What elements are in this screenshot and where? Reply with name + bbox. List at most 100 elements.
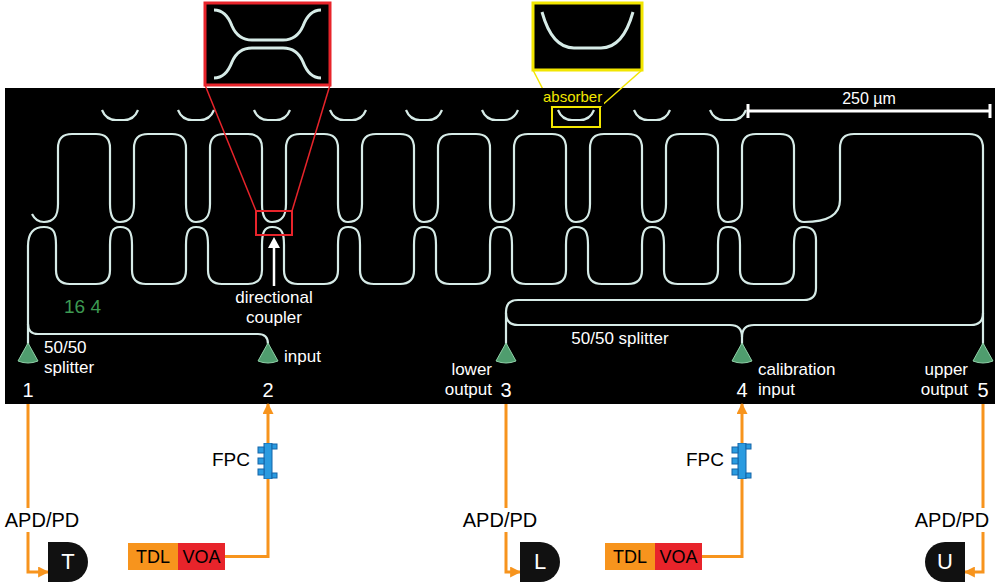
waveguide-unit [44,134,120,284]
chip-photo [5,88,995,404]
waveguide-unit [120,134,196,284]
zoom-frame [256,211,292,235]
fpc-paddle [264,443,272,479]
waveguide-meander [44,134,804,284]
fpc-paddle [272,444,277,449]
fpc-paddle [732,447,738,453]
fpc-paddle [732,458,738,464]
pointer-head [268,237,280,248]
absorber-shape [558,110,594,120]
attenuator-box: VOA [178,543,225,570]
coupler-fan [973,343,993,363]
inset-waveguide [214,10,321,40]
absorbers [102,110,746,120]
polarization-controller: FPC [256,443,280,479]
inset-absorber [542,12,633,48]
coupler-shape [256,342,280,366]
pointer-line [273,246,276,286]
fpc-paddle [732,469,738,475]
feature-label: 50/50 splitter [44,338,119,378]
absorber-shape [178,110,214,120]
detector-letter: L [520,542,560,582]
delay-line-box: TDL [605,543,655,570]
detector-letter: U [925,542,965,582]
zoom-line [205,85,256,211]
waveguide-unit [348,134,424,284]
port-number: 2 [248,378,288,402]
photodetector: TAPD/PD [48,542,88,582]
grating-coupler: 3lower output [494,342,518,404]
absorber-shape [102,110,138,120]
absorber-shape [710,110,746,120]
zoom-inset [205,3,330,85]
fpc-label: FPC [212,449,250,471]
port-number: 4 [722,378,762,402]
waveguide-unit [500,134,576,284]
zoom-frame [552,107,600,127]
detector-label: APD/PD [460,508,540,532]
optical-fiber [965,404,983,572]
scale-tick [747,104,750,118]
waveguide-unit [424,134,500,284]
absorber-shape [330,110,366,120]
detector-label: APD/PD [912,508,992,532]
optical-fiber [702,479,742,557]
fpc-label: FPC [686,449,724,471]
detector-body [520,542,560,582]
fpc-paddle [746,444,751,449]
coupler-shape [730,342,754,366]
detector-letter: T [48,542,88,582]
waveguide-unit [652,134,728,284]
optical-fiber [506,404,520,572]
optical-fiber [267,404,270,443]
device-label: VOA [659,546,697,568]
port-label: lower output [430,360,492,400]
optical-fiber [28,404,48,572]
pointer-arrow [268,237,280,286]
optical-fiber [225,479,268,557]
port-label: upper output [906,360,968,400]
fiber-group [28,404,983,572]
polarization-controller: FPC [730,443,754,479]
feature-label: 50/50 splitter [571,329,668,349]
absorber-shape [406,110,442,120]
fpc-paddle [258,447,264,453]
waveguide-routes [28,134,983,345]
feature-label: directional coupler [224,288,324,328]
coupler-fan [496,343,516,363]
photodetector: LAPD/PD [520,542,560,582]
waveguide [32,214,44,222]
scale-label: 250 µm [842,89,896,108]
waveguide-unit [272,134,348,284]
grating-coupler: 4calibration input [730,342,754,404]
fpc-symbol [256,443,280,479]
port-number: 3 [486,378,526,402]
inset-waveguide [214,48,321,78]
port-number: 1 [8,378,48,402]
zoom-inset [533,3,642,70]
absorber-shape [254,110,290,120]
grating-coupler: 2input [256,342,280,404]
fpc-symbol [730,443,754,479]
chip-id: 16 4 [64,296,101,318]
absorber-shape [482,110,518,120]
delay-line-box: TDL [128,543,178,570]
device-label: TDL [136,546,170,568]
fpc-paddle [738,443,746,479]
scale-line [748,110,990,113]
coupler-shape [494,342,518,366]
fpc-paddle [746,473,751,478]
device-label: TDL [613,546,647,568]
grating-coupler: 5upper output [971,342,995,404]
coupler-fan [258,343,278,363]
grating-coupler: 1 [16,342,40,404]
fpc-paddle [272,473,277,478]
waveguide [28,227,44,345]
waveguide [804,134,983,345]
fpc-paddle [258,469,264,475]
zoom-line [600,70,642,107]
optical-fiber [741,404,744,443]
coupler-fan [732,343,752,363]
